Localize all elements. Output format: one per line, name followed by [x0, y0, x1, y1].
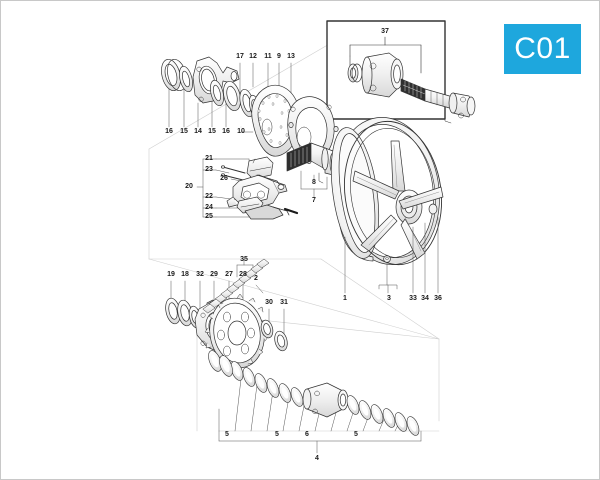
callout-29: 29 — [210, 271, 218, 278]
callout-9: 9 — [277, 53, 281, 60]
brake-disc — [251, 85, 301, 157]
callout-27: 27 — [225, 271, 233, 278]
callout-1: 1 — [343, 295, 347, 302]
callout-16: 16 — [222, 128, 230, 135]
callout-37: 37 — [381, 28, 389, 35]
hub-axle-assembly — [286, 142, 337, 198]
callout-36: 36 — [434, 295, 442, 302]
callout-20: 20 — [185, 183, 193, 190]
callout-24: 24 — [205, 204, 213, 211]
callout-2: 2 — [254, 275, 258, 282]
callout-26: 26 — [220, 175, 228, 182]
callout-7: 7 — [312, 197, 316, 204]
callout-4: 4 — [315, 455, 319, 462]
callout-23: 23 — [205, 166, 213, 173]
callout-12: 12 — [249, 53, 257, 60]
callout-18: 18 — [181, 271, 189, 278]
drive-chain — [202, 258, 288, 352]
callout-16: 16 — [165, 128, 173, 135]
callout-5: 5 — [225, 431, 229, 438]
callout-21: 21 — [205, 155, 213, 162]
callout-15: 15 — [180, 128, 188, 135]
callout-22: 22 — [205, 193, 213, 200]
callout-6: 6 — [305, 431, 309, 438]
callout-19: 19 — [167, 271, 175, 278]
upper-assembly — [161, 56, 339, 164]
callout-5: 5 — [275, 431, 279, 438]
wheel-rim — [331, 117, 444, 294]
callout-11: 11 — [264, 53, 272, 60]
callout-3: 3 — [387, 295, 391, 302]
callout-32: 32 — [196, 271, 204, 278]
callout-14: 14 — [194, 128, 202, 135]
carrier-plate — [287, 96, 339, 164]
callout-25: 25 — [205, 213, 213, 220]
callout-10: 10 — [237, 128, 245, 135]
callout-5: 5 — [354, 431, 358, 438]
callout-8: 8 — [312, 179, 316, 186]
caliper-group — [196, 156, 299, 220]
callout-15: 15 — [208, 128, 216, 135]
callout-34: 34 — [421, 295, 429, 302]
callout-17: 17 — [236, 53, 244, 60]
callout-31: 31 — [280, 299, 288, 306]
callout-35: 35 — [240, 256, 248, 263]
callout-30: 30 — [265, 299, 273, 306]
axle-shim-stack — [208, 350, 422, 454]
callout-13: 13 — [287, 53, 295, 60]
inset-box — [326, 20, 476, 124]
callout-28: 28 — [239, 271, 247, 278]
sheet-code-badge: C01 — [504, 24, 581, 74]
callout-33: 33 — [409, 295, 417, 302]
